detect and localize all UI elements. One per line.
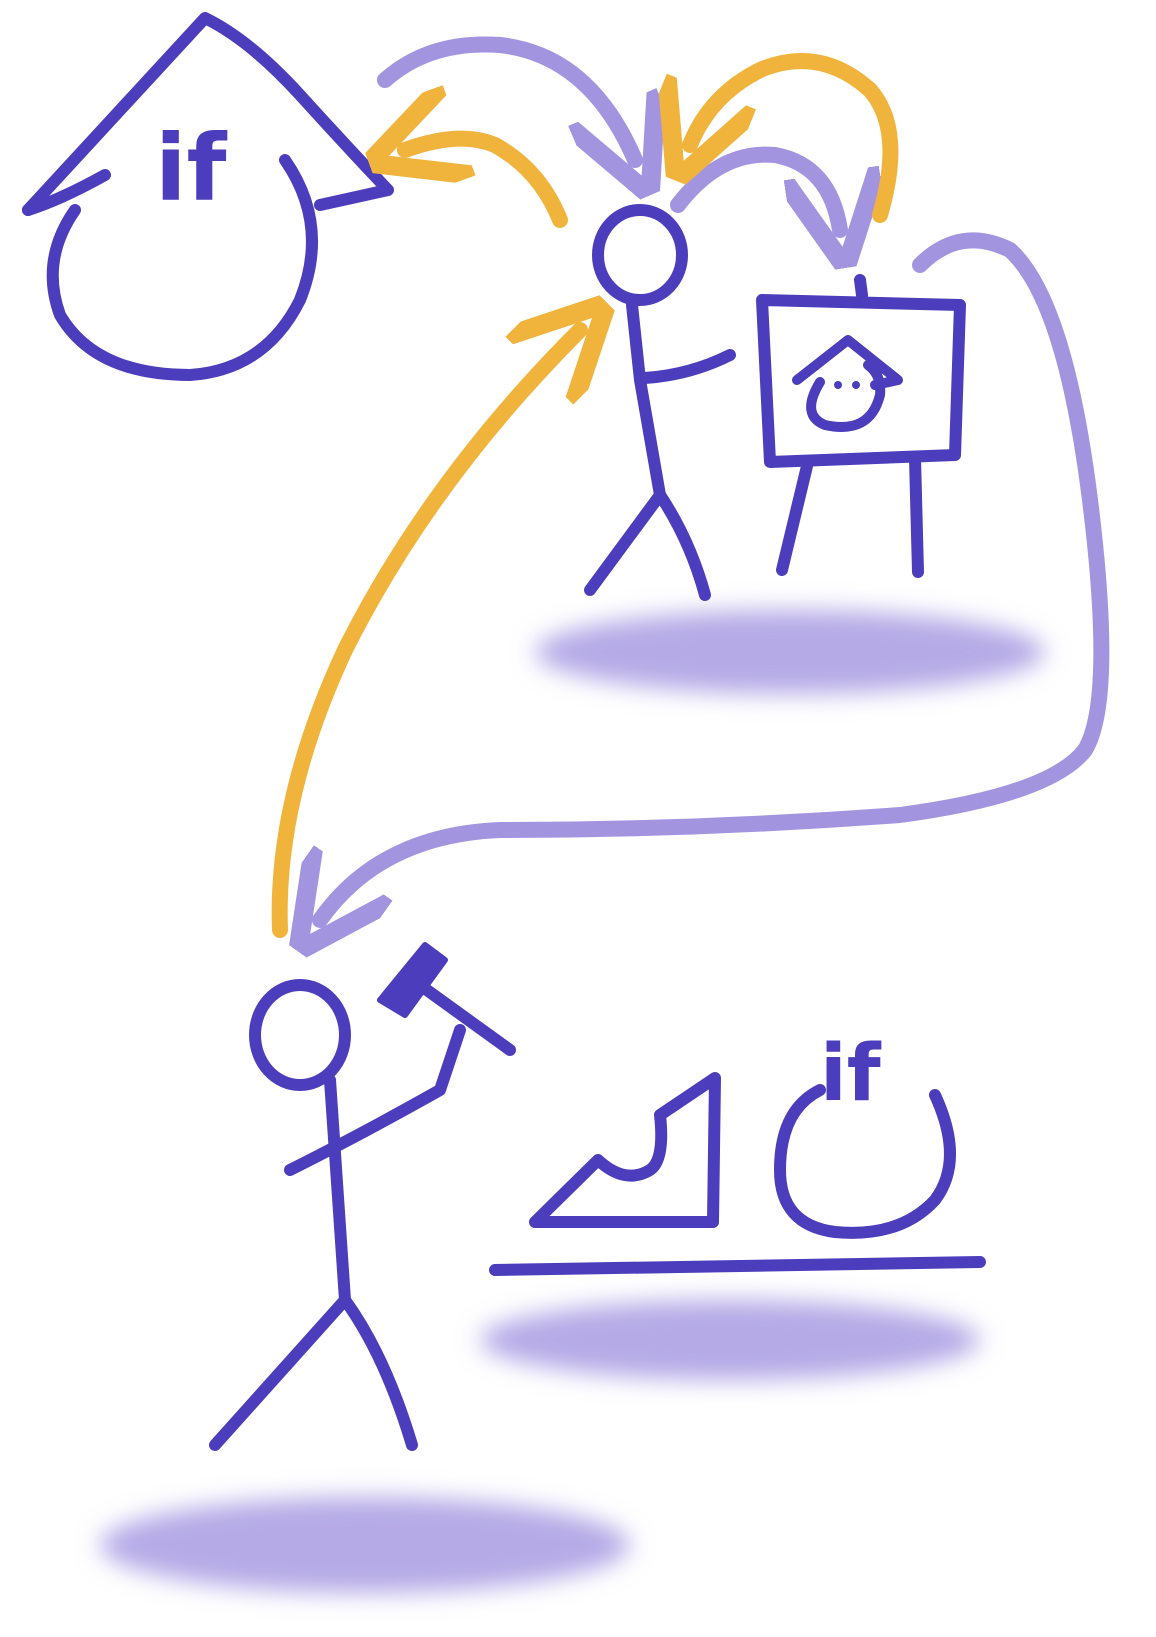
hammer-icon <box>380 945 510 1050</box>
ground-shadow-objects <box>480 1300 980 1380</box>
arrow-painter-to-bubble <box>405 139 560 220</box>
ground-line <box>495 1262 980 1270</box>
arrow-easel-to-builder <box>320 240 1101 920</box>
shoe-and-blob-icon <box>535 1078 950 1233</box>
ground-shadow-builder <box>100 1497 630 1593</box>
built-objects: if <box>495 1029 980 1270</box>
house-face-icon <box>797 340 898 427</box>
built-objects-label: if <box>820 1029 882 1119</box>
arrow-easel-to-painter <box>690 61 890 215</box>
builder-figure <box>215 945 510 1445</box>
thought-bubble-label: if <box>155 115 228 222</box>
painter-figure <box>590 210 730 595</box>
easel-sign <box>762 280 960 572</box>
idea-house-icon: if <box>28 18 388 375</box>
arrow-painter-to-easel <box>678 155 840 230</box>
ground-shadow-easel <box>535 610 1045 694</box>
